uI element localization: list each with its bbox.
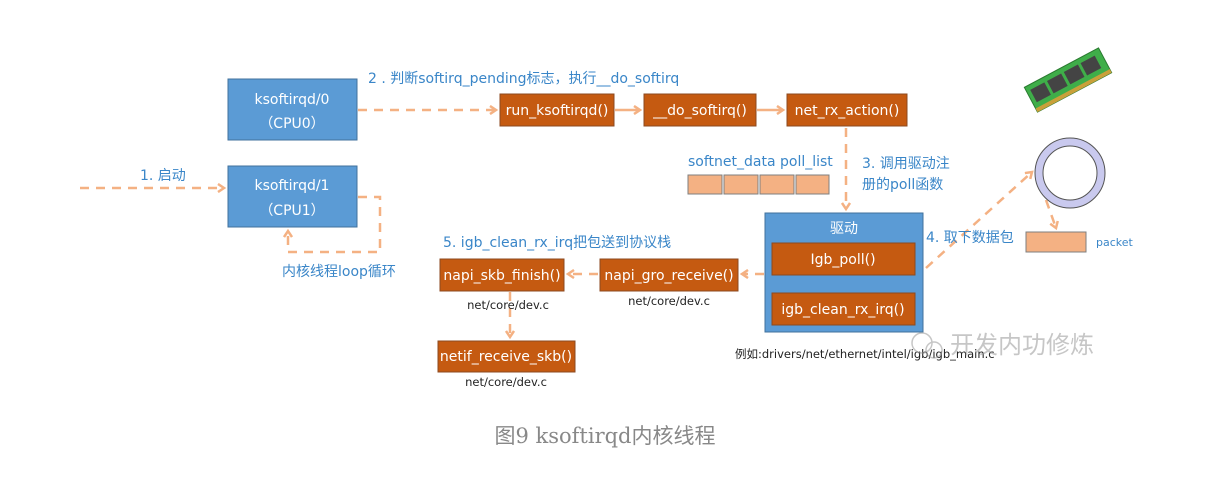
poll-list-cell bbox=[759, 174, 795, 195]
igb-clean-label: igb_clean_rx_irq() bbox=[781, 302, 904, 318]
memory-chip-icon bbox=[1023, 47, 1113, 113]
step1-label: 1. 启动 bbox=[140, 168, 186, 184]
napi-gro-receive-label: napi_gro_receive() bbox=[604, 268, 733, 284]
napi-skb-finish-box: napi_skb_finish() bbox=[439, 258, 565, 292]
file-gro: net/core/dev.c bbox=[628, 294, 710, 308]
driver-title: 驱动 bbox=[830, 221, 858, 237]
step2-label: 2 . 判断softirq_pending标志，执行__do_softirq bbox=[368, 71, 679, 87]
ksoftirqd1-box: ksoftirqd/1 （CPU1） bbox=[227, 165, 358, 228]
poll-list-cell bbox=[687, 174, 723, 195]
do-softirq-box: __do_softirq() bbox=[643, 93, 757, 127]
watermark: 开发内功修炼 bbox=[911, 331, 1094, 359]
loop-label: 内核线程loop循环 bbox=[282, 264, 396, 280]
step4-label: 4. 取下数据包 bbox=[926, 230, 1014, 246]
do-softirq-label: __do_softirq() bbox=[652, 103, 747, 119]
ksoftirqd1-name: ksoftirqd/1 bbox=[255, 178, 330, 194]
poll-list-cells bbox=[687, 174, 830, 195]
ksoftirqd1-cpu: （CPU1） bbox=[259, 203, 324, 219]
watermark-text: 开发内功修炼 bbox=[950, 331, 1094, 359]
step5-label: 5. igb_clean_rx_irq把包送到协议栈 bbox=[443, 235, 671, 251]
figure-caption: 图9 ksoftirqd内核线程 bbox=[494, 424, 715, 448]
poll-list-cell bbox=[795, 174, 830, 195]
net-rx-action-label: net_rx_action() bbox=[795, 103, 900, 119]
packet-label: packet bbox=[1096, 236, 1134, 249]
run-ksoftirqd-box: run_ksoftirqd() bbox=[499, 93, 615, 127]
arrow-to-packet bbox=[1044, 199, 1056, 228]
ksoftirqd0-cpu: （CPU0） bbox=[259, 116, 324, 132]
napi-skb-finish-label: napi_skb_finish() bbox=[443, 268, 560, 284]
napi-gro-receive-box: napi_gro_receive() bbox=[599, 258, 739, 292]
igb-poll-label: Igb_poll() bbox=[810, 252, 875, 268]
step3-label-line2: 册的poll函数 bbox=[862, 177, 943, 193]
poll-list-label: softnet_data poll_list bbox=[688, 154, 833, 170]
arrow-to-ring bbox=[925, 172, 1032, 269]
net-rx-action-box: net_rx_action() bbox=[786, 93, 908, 127]
poll-list-cell bbox=[723, 174, 759, 195]
run-ksoftirqd-label: run_ksoftirqd() bbox=[506, 103, 609, 119]
ksoftirqd0-box: ksoftirqd/0 （CPU0） bbox=[227, 78, 358, 141]
ksoftirqd0-name: ksoftirqd/0 bbox=[255, 92, 330, 108]
driver-box: 驱动 Igb_poll() igb_clean_rx_irq() bbox=[764, 212, 924, 333]
netif-receive-skb-box: netif_receive_skb() bbox=[437, 340, 576, 373]
netif-receive-skb-label: netif_receive_skb() bbox=[440, 349, 572, 365]
file-netif: net/core/dev.c bbox=[465, 375, 547, 389]
ring-buffer-icon bbox=[1034, 137, 1106, 209]
packet-box bbox=[1025, 231, 1087, 253]
file-finish: net/core/dev.c bbox=[467, 298, 549, 312]
arrow-loop bbox=[288, 195, 382, 254]
step3-label-line1: 3. 调用驱动注 bbox=[862, 156, 950, 172]
